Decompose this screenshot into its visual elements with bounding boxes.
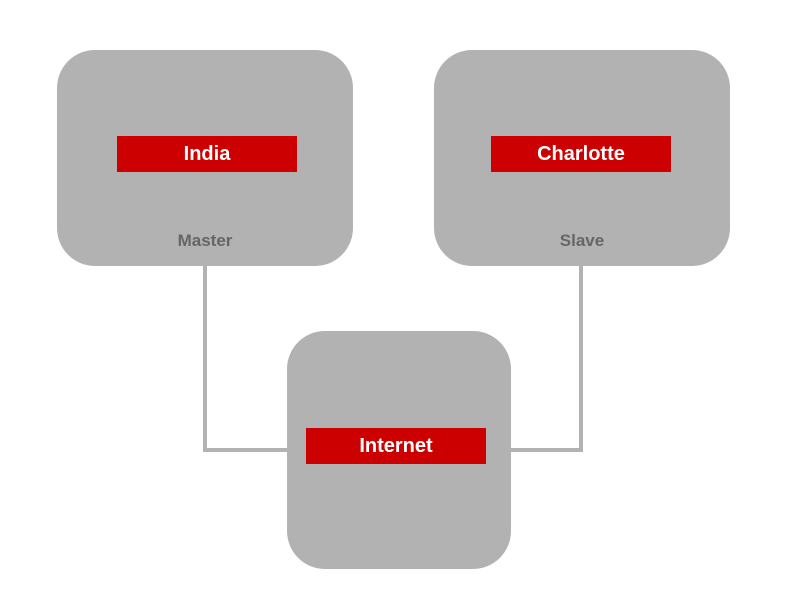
connector-master-internet	[203, 265, 290, 452]
internet-label: Internet	[306, 428, 486, 464]
slave-role: Slave	[559, 231, 605, 250]
master-role: Master	[177, 231, 233, 250]
india-label: India	[117, 136, 297, 172]
charlotte-label: Charlotte	[491, 136, 671, 172]
connector-slave-internet	[510, 265, 583, 452]
